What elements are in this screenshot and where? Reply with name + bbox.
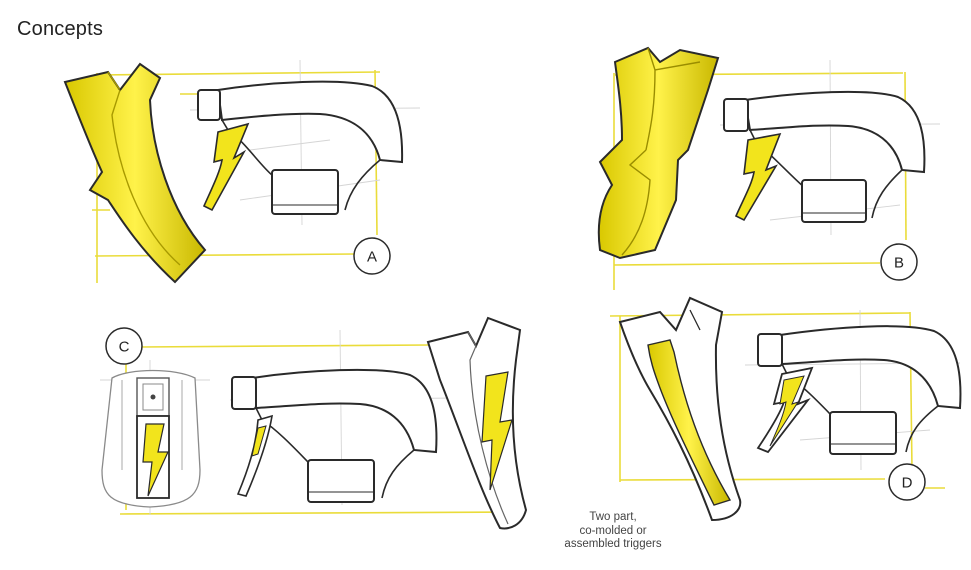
concept-d-trigger-insert [647, 339, 732, 506]
concept-c-bolt-side [481, 371, 513, 491]
page-title: Concepts [17, 18, 104, 40]
concept-a-sprayer-head [216, 80, 404, 164]
concept-d-label: D [902, 475, 913, 492]
concept-a-badge: A [353, 237, 391, 275]
concept-b-sprayer-head [743, 90, 926, 174]
concept-c-badge: C [105, 327, 143, 365]
caption-line-1: Two part, [589, 511, 637, 523]
concept-b-badge: B [880, 243, 918, 281]
concept-c-front-view [101, 369, 201, 508]
concept-c-sprayer-head [250, 368, 438, 454]
concept-c-sketch [100, 316, 528, 530]
concept-c-label: C [119, 339, 130, 356]
concept-d-sprayer-head [778, 325, 962, 410]
concept-c-bolt-front [142, 423, 169, 497]
concept-b-trigger-insert [597, 46, 720, 260]
concept-a-sketch [63, 59, 421, 284]
concept-d-badge: D [888, 463, 926, 501]
concept-a-small-trigger [202, 122, 250, 212]
concept-b-small-trigger [734, 132, 782, 222]
caption-line-2: co-molded or [579, 524, 647, 537]
concept-b-sketch [597, 46, 941, 290]
concept-d-sketch [609, 296, 962, 522]
concept-a-trigger-insert [63, 62, 207, 284]
concept-b-label: B [894, 255, 904, 272]
concept-a-label: A [367, 249, 377, 266]
caption-line-3: assembled triggers [564, 538, 662, 550]
caption: Two part, co-molded or assembled trigger… [538, 511, 688, 552]
concept-c-side-trigger [236, 414, 273, 497]
